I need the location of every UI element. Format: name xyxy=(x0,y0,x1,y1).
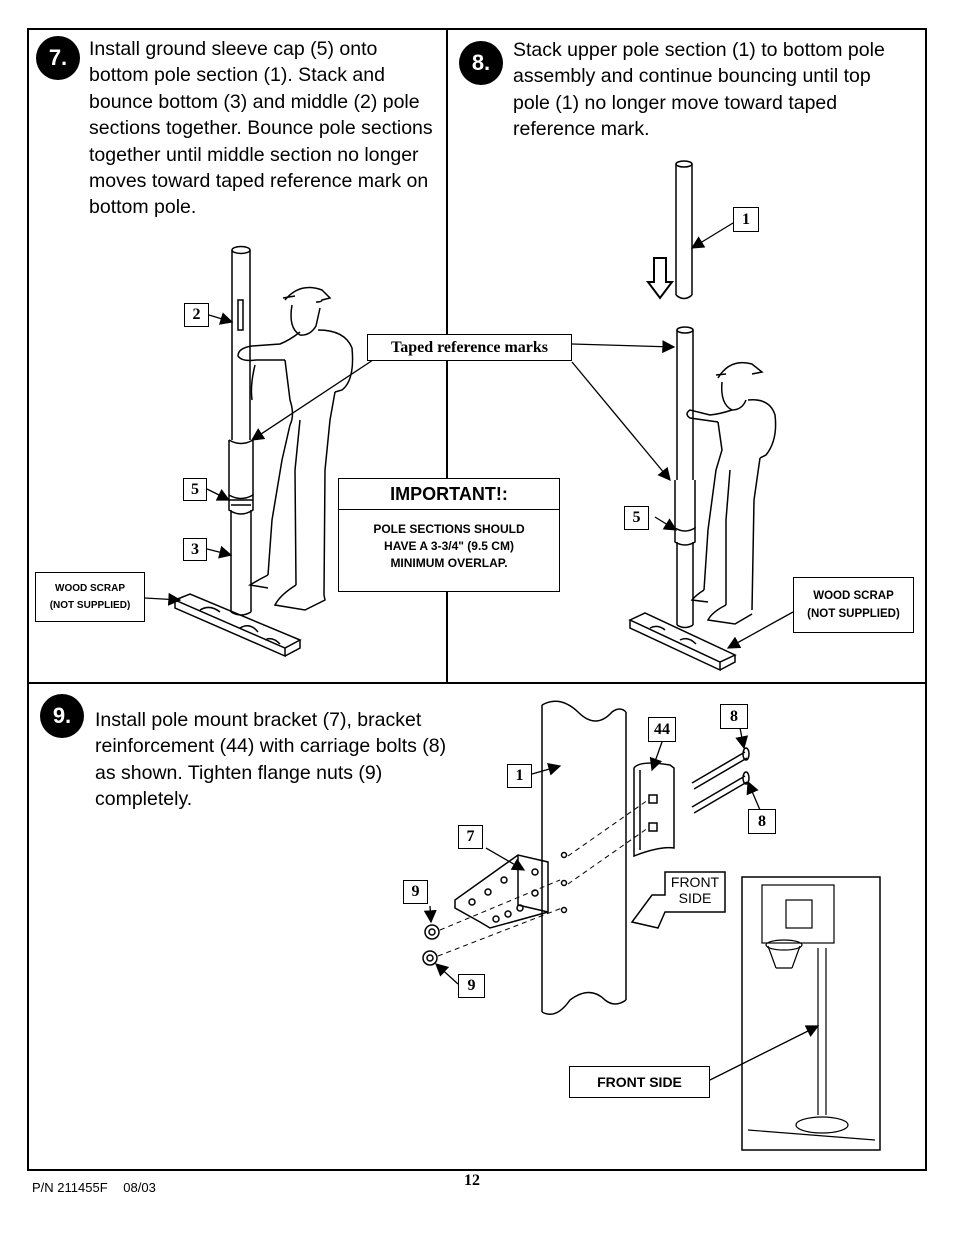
step9-front-side-arrow xyxy=(630,871,726,929)
step9-callout-part-9-bottom: 9 xyxy=(458,974,485,998)
important-line3: MINIMUM OVERLAP. xyxy=(390,556,508,570)
step9-pole-drawing xyxy=(541,700,627,1015)
important-line1: POLE SECTIONS SHOULD xyxy=(373,522,525,536)
front-side-label: FRONT SIDE xyxy=(569,1066,710,1098)
step8-pole-assembly-drawing xyxy=(674,326,696,629)
step9-bracket-drawing xyxy=(454,854,549,929)
front-side-arrow-text: FRONT SIDE xyxy=(666,874,724,906)
part-number-text: P/N 211455F xyxy=(32,1180,108,1195)
step9-nut-bottom xyxy=(422,950,438,966)
step-7-badge: 7. xyxy=(36,36,80,80)
step7-callout-part-3: 3 xyxy=(183,538,207,561)
outer-frame xyxy=(27,28,927,1171)
step8-callout-part-1: 1 xyxy=(733,207,759,232)
important-title: IMPORTANT!: xyxy=(339,479,559,510)
step9-bolts-drawing xyxy=(691,747,750,814)
wood-scrap-line1: WOOD SCRAP xyxy=(813,590,894,602)
step-7-instructions: Install ground sleeve cap (5) onto botto… xyxy=(89,38,433,219)
step9-callout-part-9-top: 9 xyxy=(403,880,428,904)
step9-callout-part-8-top: 8 xyxy=(720,704,748,729)
taped-reference-marks-label: Taped reference marks xyxy=(367,334,572,361)
step8-man-drawing xyxy=(686,361,777,625)
step8-down-arrow xyxy=(646,257,674,300)
step9-reinforcement-drawing xyxy=(633,762,675,858)
step9-callout-part-7: 7 xyxy=(458,825,483,849)
step9-callout-part-1: 1 xyxy=(507,764,532,788)
step9-callout-part-8-bottom: 8 xyxy=(748,809,776,834)
step-9-instructions: Install pole mount bracket (7), bracket … xyxy=(95,709,447,811)
step7-callout-part-5: 5 xyxy=(183,478,207,501)
front-side-arrow-line2: SIDE xyxy=(678,890,712,906)
step7-wood-scrap-label: WOOD SCRAP (NOT SUPPLIED) xyxy=(35,572,145,622)
step7-callout-part-2: 2 xyxy=(184,303,209,327)
part-number: P/N 211455F 08/03 xyxy=(32,1180,156,1195)
step9-inset-frame xyxy=(741,876,881,1151)
step9-nut-top xyxy=(424,924,440,940)
step8-wood-scrap-label: WOOD SCRAP (NOT SUPPLIED) xyxy=(793,577,914,633)
step7-pole-drawing xyxy=(228,245,254,616)
page-number: 12 xyxy=(464,1172,480,1189)
date-text: 08/03 xyxy=(123,1180,156,1195)
step-8-badge: 8. xyxy=(459,41,503,85)
step7-man-drawing xyxy=(237,286,354,611)
step7-wood-scrap-drawing xyxy=(173,593,302,658)
step8-wood-scrap-drawing xyxy=(628,612,737,672)
important-line2: HAVE A 3-3/4" (9.5 CM) xyxy=(384,539,514,553)
step-8-instructions: Stack upper pole section (1) to bottom p… xyxy=(513,39,885,141)
wood-scrap-line2: (NOT SUPPLIED) xyxy=(807,608,900,620)
front-side-arrow-line1: FRONT xyxy=(670,874,720,890)
step-9-badge: 9. xyxy=(40,694,84,738)
panel-divider-horizontal xyxy=(27,682,927,684)
wood-scrap-line1: WOOD SCRAP xyxy=(55,583,125,594)
wood-scrap-line2: (NOT SUPPLIED) xyxy=(49,600,131,611)
step9-callout-part-44: 44 xyxy=(648,717,676,742)
step8-upper-pole-drawing xyxy=(675,160,693,300)
step9-inset-hoop-drawing xyxy=(747,884,876,1141)
step8-callout-part-5: 5 xyxy=(624,506,649,530)
important-box: IMPORTANT!: POLE SECTIONS SHOULD HAVE A … xyxy=(338,478,560,592)
